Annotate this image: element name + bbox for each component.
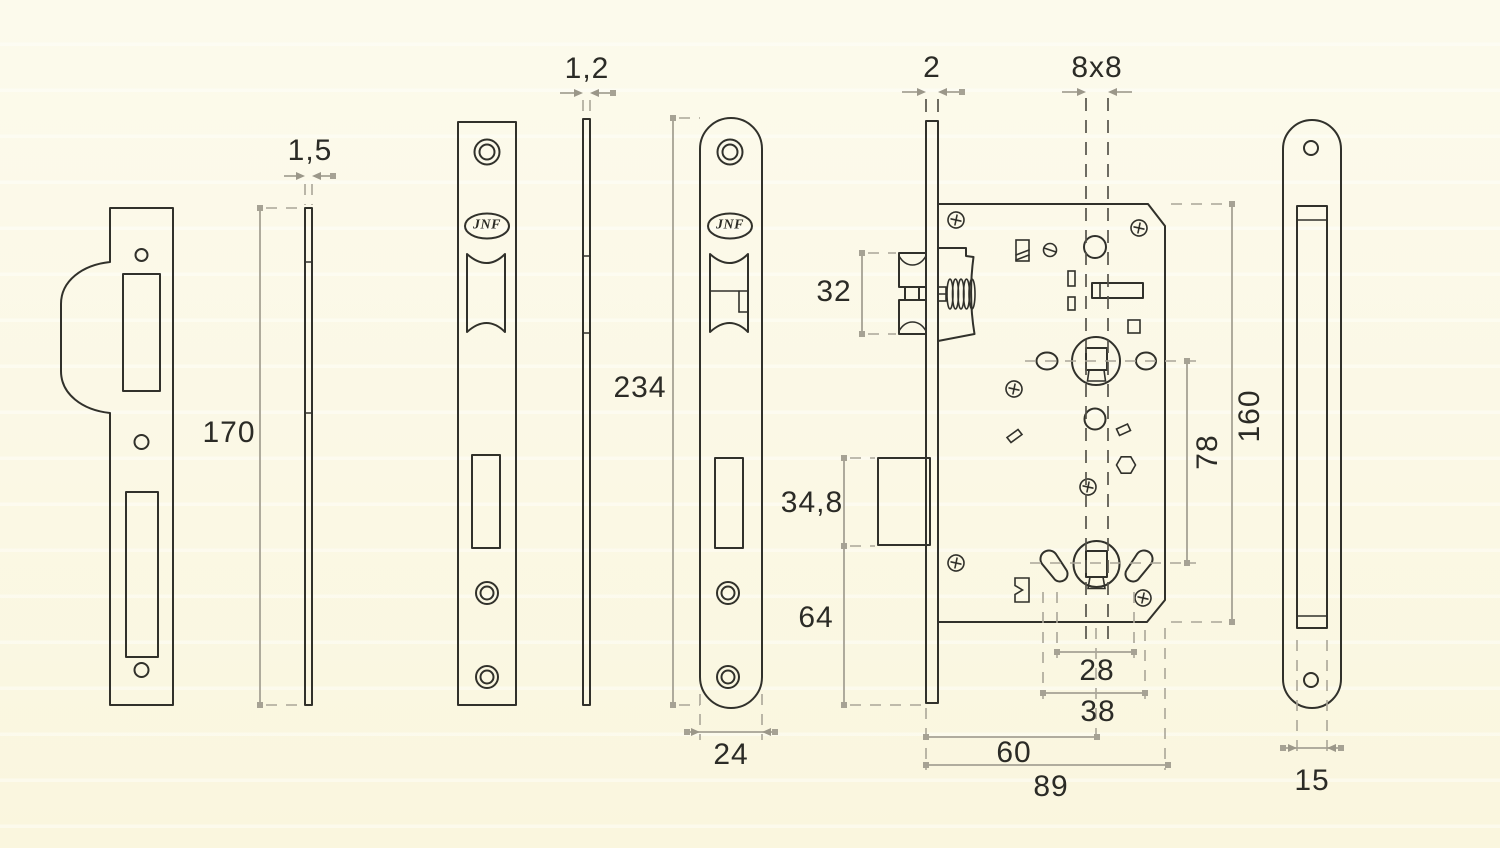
lock-case-side-profile-view [1282, 119, 1342, 709]
dim-latch-height-label: 32 [816, 275, 852, 308]
dim-strike-thickness-label: 1,5 [287, 134, 333, 167]
dim-faceplate-width [684, 694, 778, 740]
dim-case-height [1171, 201, 1235, 625]
faceplate-front-view [457, 121, 517, 706]
dim-fixing-slot-outer-spacing-label: 38 [1080, 695, 1116, 728]
lower-follower-hub [1039, 540, 1154, 590]
deadbolt [877, 457, 931, 546]
dim-faceplate-thickness [560, 89, 616, 116]
dim-front-plate-thickness [902, 88, 965, 119]
brand-logo-text: JNF [473, 217, 501, 233]
dim-faceplate-thickness-label: 1,2 [564, 52, 610, 85]
dim-strike-height-label: 170 [202, 416, 256, 449]
dim-case-depth-label: 89 [1033, 770, 1069, 803]
screws [947, 211, 1152, 607]
dim-faceplate-width-label: 24 [713, 738, 749, 771]
dim-spindle-square-label: 8x8 [1071, 51, 1123, 84]
dim-case-depth [923, 628, 1171, 770]
brand-logo-oval [464, 212, 510, 240]
dim-deadbolt-bottom-offset-label: 64 [798, 601, 834, 634]
dim-faceplate-height-label: 234 [613, 371, 667, 404]
dim-backset [923, 628, 1100, 770]
dim-strike-height [257, 205, 298, 708]
brand-logo-text: JNF [716, 217, 744, 233]
dim-case-thickness-label: 15 [1294, 764, 1330, 797]
mechanism-parts [1005, 235, 1144, 603]
strike-plate-side-view [304, 207, 313, 706]
strike-plate-front-view [60, 207, 174, 706]
dim-deadbolt-bottom-offset [841, 546, 923, 708]
dim-deadbolt-height-label: 34,8 [780, 486, 844, 519]
dim-fixing-slot-outer-spacing [1040, 592, 1148, 699]
lock-body-view [877, 120, 1166, 704]
dim-strike-thickness [284, 172, 336, 205]
dim-front-plate-thickness-label: 2 [923, 51, 941, 84]
dim-backset-label: 60 [996, 736, 1032, 769]
dim-fixing-slot-spacing-label: 28 [1079, 654, 1115, 687]
faceplate-rounded-front-view [699, 117, 763, 709]
brand-logo-oval [707, 212, 753, 240]
latch-bolt [898, 252, 927, 335]
dim-latch-height [859, 250, 896, 337]
dim-follower-spacing-label: 78 [1191, 434, 1224, 470]
dim-follower-spacing [1025, 358, 1196, 566]
dim-deadbolt-height [841, 455, 875, 549]
dim-spindle-square [1062, 88, 1132, 640]
dim-case-thickness [1280, 640, 1344, 757]
faceplate-side-view [582, 118, 591, 706]
dim-faceplate-height [670, 115, 700, 708]
latch-spring-housing [937, 247, 976, 342]
dim-case-height-label: 160 [1233, 389, 1266, 443]
